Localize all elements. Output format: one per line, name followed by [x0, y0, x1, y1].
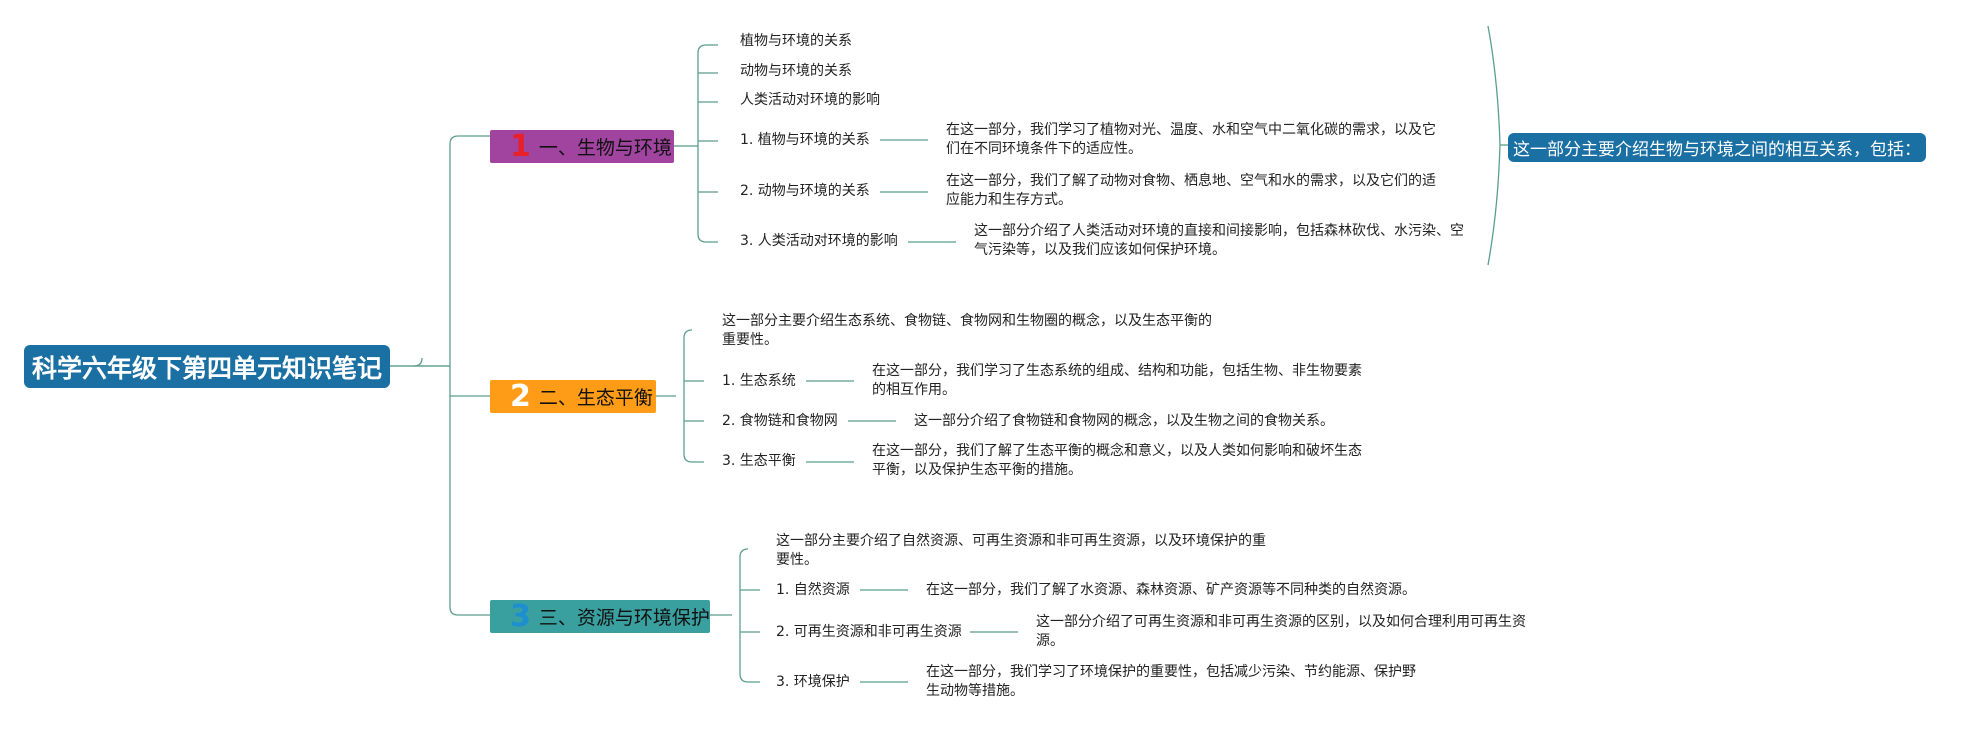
topic-description: 在这一部分，我们了解了水资源、森林资源、矿产资源等不同种类的自然资源。 [926, 582, 1416, 598]
topic-item[interactable]: 1. 生态系统 [722, 373, 796, 389]
topic-item[interactable]: 2. 可再生资源和非可再生资源 [776, 624, 962, 640]
topic-item[interactable]: 动物与环境的关系 [740, 63, 852, 79]
branch-number: 3 [510, 599, 531, 634]
topic-item[interactable]: 1. 自然资源 [776, 582, 850, 598]
branch-number: 2 [510, 379, 531, 414]
branch-label: 一、生物与环境 [538, 137, 672, 159]
branch-summary-callout[interactable]: 这一部分主要介绍生物与环境之间的相互关系，包括： [1508, 133, 1926, 162]
branch-ecological-balance[interactable]: 2 二、生态平衡 [490, 379, 656, 414]
topic-item[interactable]: 3. 环境保护 [776, 674, 850, 690]
branch-biology-environment[interactable]: 1 一、生物与环境 [490, 129, 674, 164]
topic-item[interactable]: 2. 食物链和食物网 [722, 413, 838, 429]
topic-item[interactable]: 1. 植物与环境的关系 [740, 132, 870, 148]
topic-description: 在这一部分，我们了解了动物对食物、栖息地、空气和水的需求，以及它们的适应能力和生… [946, 173, 1436, 208]
branch-resources-protection[interactable]: 3 三、资源与环境保护 [490, 599, 710, 634]
topic-description: 这一部分介绍了人类活动对环境的直接和间接影响，包括森林砍伐、水污染、空气污染等，… [974, 223, 1464, 258]
topic-item[interactable]: 植物与环境的关系 [740, 33, 852, 49]
topic-description: 这一部分介绍了食物链和食物网的概念，以及生物之间的食物关系。 [914, 413, 1334, 429]
topic-description: 在这一部分，我们学习了生态系统的组成、结构和功能，包括生物、非生物要素的相互作用… [872, 363, 1362, 398]
topic-description: 在这一部分，我们学习了环境保护的重要性，包括减少污染、节约能源、保护野生动物等措… [926, 664, 1416, 699]
branch-intro: 这一部分主要介绍了自然资源、可再生资源和非可再生资源，以及环境保护的重要性。 [776, 533, 1266, 568]
topic-item[interactable]: 2. 动物与环境的关系 [740, 183, 870, 199]
topic-item[interactable]: 3. 人类活动对环境的影响 [740, 233, 898, 249]
root-topic[interactable]: 科学六年级下第四单元知识笔记 [24, 345, 390, 388]
topic-description: 在这一部分，我们了解了生态平衡的概念和意义，以及人类如何影响和破坏生态平衡，以及… [872, 443, 1362, 478]
topic-item[interactable]: 3. 生态平衡 [722, 453, 796, 469]
topic-description: 这一部分介绍了可再生资源和非可再生资源的区别，以及如何合理利用可再生资源。 [1036, 614, 1526, 649]
branch-label: 二、生态平衡 [538, 387, 653, 409]
topic-item[interactable]: 人类活动对环境的影响 [740, 92, 880, 108]
topic-description: 在这一部分，我们学习了植物对光、温度、水和空气中二氧化碳的需求，以及它们在不同环… [946, 122, 1436, 157]
branch-intro: 这一部分主要介绍生态系统、食物链、食物网和生物圈的概念，以及生态平衡的重要性。 [722, 313, 1212, 348]
branch-label: 三、资源与环境保护 [538, 607, 710, 629]
branch-number: 1 [510, 129, 531, 164]
